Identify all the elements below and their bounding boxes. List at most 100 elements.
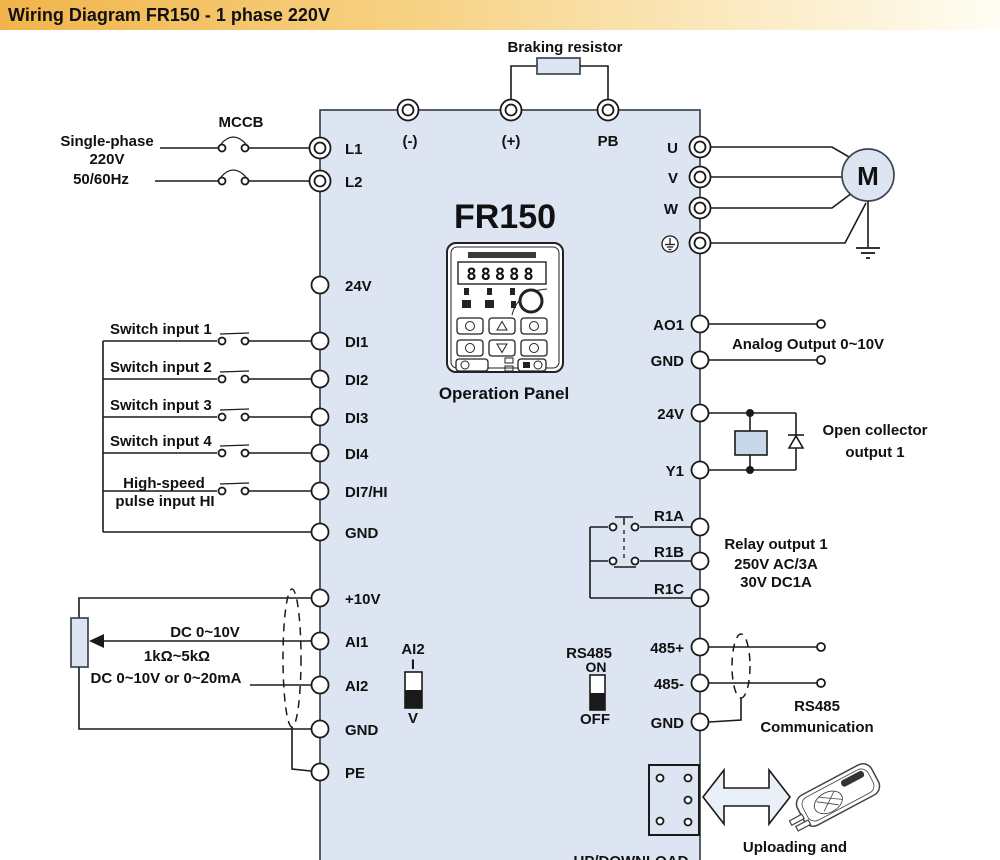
breaker-icon [155, 169, 309, 186]
relay-label-2: 250V AC/3A [734, 556, 818, 573]
analog-input-circuit: DC 0~10V 1kΩ~5kΩ DC 0~10V or 0~20mA [70, 588, 312, 772]
terminal-gnd2 [310, 719, 330, 739]
panel-header [468, 252, 536, 258]
terminal-di4 [310, 443, 330, 463]
terminal-485p [690, 637, 710, 657]
terminal-label: R1A [654, 508, 684, 525]
panel-buttons [455, 317, 548, 372]
rs485-dip-switch: RS485 ON OFF [566, 645, 612, 728]
potentiometer-icon [70, 617, 89, 668]
ai1-range-label: DC 0~10V [170, 624, 240, 641]
open-collector-circuit: Open collector output 1 [709, 409, 928, 474]
terminal-label: L1 [345, 141, 363, 158]
page-title: Wiring Diagram FR150 - 1 phase 220V [8, 4, 330, 25]
mains-voltage-label: 220V [89, 151, 124, 168]
shield-icon [731, 633, 751, 699]
ai2-switch-top-label: I [411, 656, 415, 672]
terminal-y1 [690, 460, 710, 480]
switch-input-label: Switch input 3 [110, 397, 212, 414]
mains-input: Single-phase 220V 50/60Hz MCCB [60, 114, 309, 188]
braking-resistor-label: Braking resistor [507, 39, 622, 56]
terminal-ai1 [310, 631, 330, 651]
terminal-pe [310, 762, 330, 782]
braking-resistor-circuit: Braking resistor [507, 39, 623, 100]
terminal-di7 [310, 481, 330, 501]
digital-input-circuit: Switch input 1 Switch input 2 Switch inp… [102, 321, 311, 533]
switch-icon [103, 370, 311, 384]
switch-input-label: Switch input 2 [110, 359, 212, 376]
operation-panel-caption: Operation Panel [439, 384, 569, 403]
mains-frequency-label: 50/60Hz [73, 171, 129, 188]
breaker-icon [160, 136, 309, 153]
rs485-switch-top-label: ON [586, 659, 607, 675]
motor-circuit: M [711, 146, 895, 259]
terminal-label: 485+ [650, 640, 684, 657]
left-terminals: L1 L2 24V DI1 DI2 DI3 DI4 DI7/HI GND +10… [308, 136, 388, 782]
wiper-arrow-icon [89, 634, 104, 648]
transfer-arrow-icon [701, 767, 792, 827]
terminal-gnd [310, 522, 330, 542]
terminal-label: (-) [403, 133, 418, 150]
pot-range-label: 1kΩ~5kΩ [144, 648, 210, 665]
mccb-label: MCCB [219, 114, 264, 131]
terminal-label: PE [345, 765, 365, 782]
right-terminals: U V W AO1 GND 24V Y1 R1A R1B R1C 485+ 48… [650, 135, 712, 732]
terminal-r1a [690, 517, 710, 537]
terminal-label: U [667, 140, 678, 157]
copy-unit-icon [788, 763, 881, 832]
terminal-label: W [664, 201, 679, 218]
terminal-r1b [690, 551, 710, 571]
terminal-label: AI2 [345, 678, 368, 695]
relay-circuit: Relay output 1 250V AC/3A 30V DC1A [589, 516, 828, 599]
panel-display-digits: 88888 [466, 265, 537, 285]
switch-icon [103, 408, 311, 422]
rs485-switch-bottom-label: OFF [580, 711, 610, 728]
high-speed-label-1: High-speed [123, 475, 205, 492]
wire-end [816, 678, 826, 688]
diode-icon [787, 434, 805, 449]
terminal-ao1 [690, 314, 710, 334]
terminal-label: (+) [502, 133, 521, 150]
terminal-label: DI7/HI [345, 484, 388, 501]
terminal-di1 [310, 331, 330, 351]
switch-icon [103, 332, 311, 346]
switch-icon [103, 482, 311, 496]
terminal-r1c [690, 588, 710, 608]
terminal-label: AI1 [345, 634, 368, 651]
ai2-dip-switch: AI2 I V [401, 641, 424, 727]
terminal-label: R1C [654, 581, 684, 598]
ai2-range-label: DC 0~10V or 0~20mA [91, 670, 242, 687]
terminal-label: AO1 [653, 317, 684, 334]
terminal-label: Y1 [666, 463, 684, 480]
top-terminals: (-) (+) PB [396, 98, 620, 150]
panel-display [457, 261, 547, 285]
terminal-label: GND [345, 722, 379, 739]
relay-label-3: 30V DC1A [740, 574, 812, 591]
terminal-label: DI1 [345, 334, 368, 351]
terminal-24v [310, 275, 330, 295]
ground-icon [856, 247, 880, 259]
motor-label: M [857, 161, 879, 191]
terminal-label: DI4 [345, 446, 369, 463]
terminal-di2 [310, 369, 330, 389]
wire-end [816, 642, 826, 652]
model-label: FR150 [454, 198, 556, 236]
switch-input-label: Switch input 4 [110, 433, 212, 450]
shield-icon [282, 588, 302, 728]
panel-indicators [462, 288, 516, 308]
terminal-label: +10V [345, 591, 380, 608]
terminal-di3 [310, 407, 330, 427]
terminal-485n [690, 673, 710, 693]
mains-phase-label: Single-phase [60, 133, 153, 150]
terminal-ai2 [310, 675, 330, 695]
rs485-comm-label-1: RS485 [794, 698, 840, 715]
terminal-gnd-right [690, 350, 710, 370]
analog-output-circuit: Analog Output 0~10V [709, 319, 884, 365]
nc-contact-icon [615, 516, 633, 525]
terminal-label: R1B [654, 544, 684, 561]
terminal-label: GND [345, 525, 379, 542]
wire-end [816, 355, 826, 365]
rs485-comm-label-2: Communication [760, 719, 873, 736]
title-bar: Wiring Diagram FR150 - 1 phase 220V [0, 0, 1000, 30]
